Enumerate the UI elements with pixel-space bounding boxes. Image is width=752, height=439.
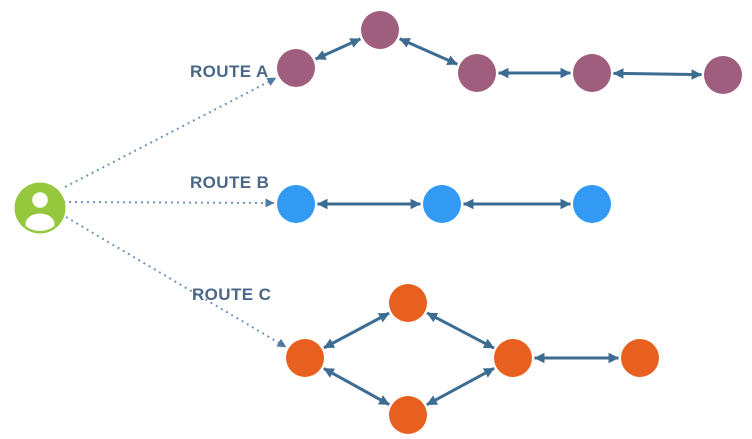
route-a-node-4 — [573, 54, 611, 92]
route-c-node-1 — [286, 339, 324, 377]
dotted-link-route-a — [64, 77, 277, 188]
dotted-link-route-c — [65, 216, 287, 348]
route-c-node-2 — [389, 284, 427, 322]
dotted-link-route-b — [62, 198, 275, 208]
route-a-node-3 — [458, 54, 496, 92]
route-a-node-2 — [361, 11, 399, 49]
route-a-label: ROUTE A — [190, 62, 269, 81]
route-a-edge-1 — [399, 37, 458, 66]
route-a-node-5 — [704, 56, 742, 94]
route-c-label: ROUTE C — [192, 285, 272, 304]
route-b-label: ROUTE B — [190, 173, 270, 192]
route-c-node-5 — [621, 339, 659, 377]
route-a-edge-0 — [314, 37, 362, 61]
route-c-edge-3 — [426, 366, 495, 407]
route-b-node-1 — [277, 185, 315, 223]
person-icon — [14, 182, 66, 234]
route-b-node-3 — [573, 185, 611, 223]
route-c-edge-2 — [323, 367, 390, 406]
route-c-edge-1 — [426, 311, 495, 350]
route-a-edge-3 — [612, 68, 703, 80]
route-b-node-2 — [423, 185, 461, 223]
route-c-node-4 — [494, 339, 532, 377]
route-c-edge-0 — [323, 311, 390, 350]
route-a-node-1 — [277, 49, 315, 87]
route-c-node-3 — [389, 396, 427, 434]
